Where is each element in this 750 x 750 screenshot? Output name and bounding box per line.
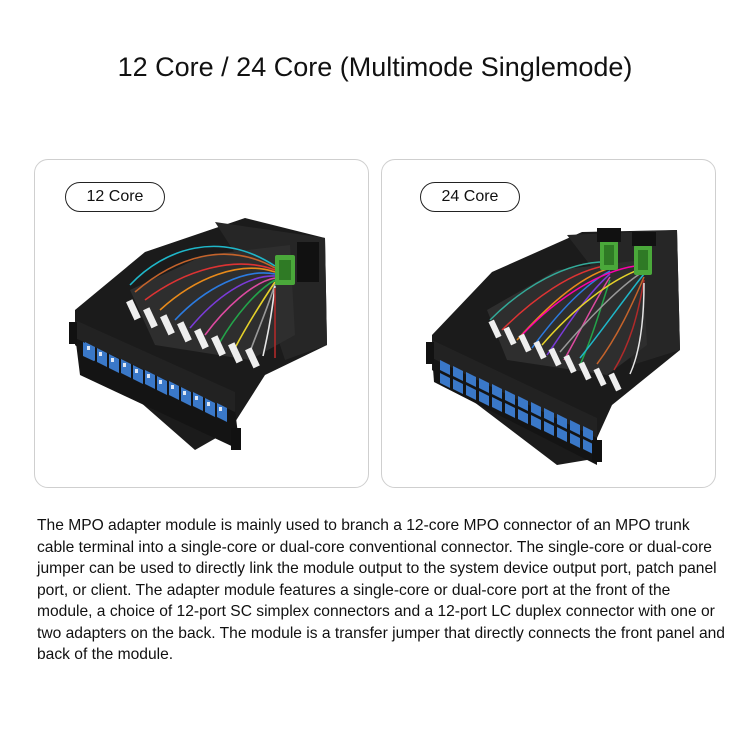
card-12-core: 12 Core [34,159,369,488]
description-paragraph: The MPO adapter module is mainly used to… [37,517,725,663]
page-title: 12 Core / 24 Core (Multimode Singlemode) [117,52,633,82]
card-label-12-core: 12 Core [65,182,165,212]
card-label-24-core: 24 Core [420,182,520,212]
module-12-core-image [69,218,327,450]
card-24-core: 24 Core [381,159,716,488]
module-24-core-image [426,228,680,465]
